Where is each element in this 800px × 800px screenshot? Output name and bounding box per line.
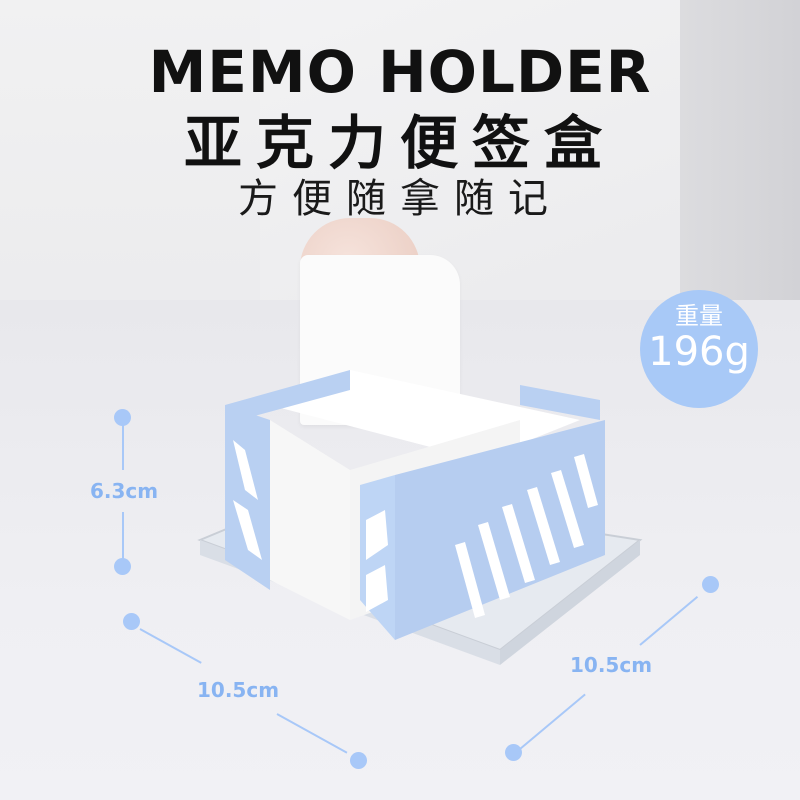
depth-dimension-end-dot: [505, 744, 522, 761]
height-dimension-bottom-dot: [114, 558, 131, 575]
product-tagline: 方便随拿随记: [238, 176, 562, 222]
weight-badge: 重量 196g: [640, 290, 758, 408]
memo-holder-product-image: [197, 370, 643, 665]
depth-dimension-label: 10.5cm: [570, 653, 653, 677]
height-dimension-line-top: [122, 425, 124, 470]
product-subtitle: 亚克力便签盒: [183, 109, 616, 177]
height-dimension-label: 6.3cm: [90, 479, 159, 503]
width-dimension-end-dot: [350, 752, 367, 769]
width-dimension-label: 10.5cm: [197, 678, 280, 702]
weight-label: 重量: [675, 302, 723, 330]
product-title: MEMO HOLDER: [148, 38, 652, 106]
weight-value: 196g: [648, 329, 750, 375]
depth-dimension-start-dot: [702, 576, 719, 593]
height-dimension-line-bottom: [122, 512, 124, 562]
width-dimension-start-dot: [123, 613, 140, 630]
height-dimension-top-dot: [114, 409, 131, 426]
